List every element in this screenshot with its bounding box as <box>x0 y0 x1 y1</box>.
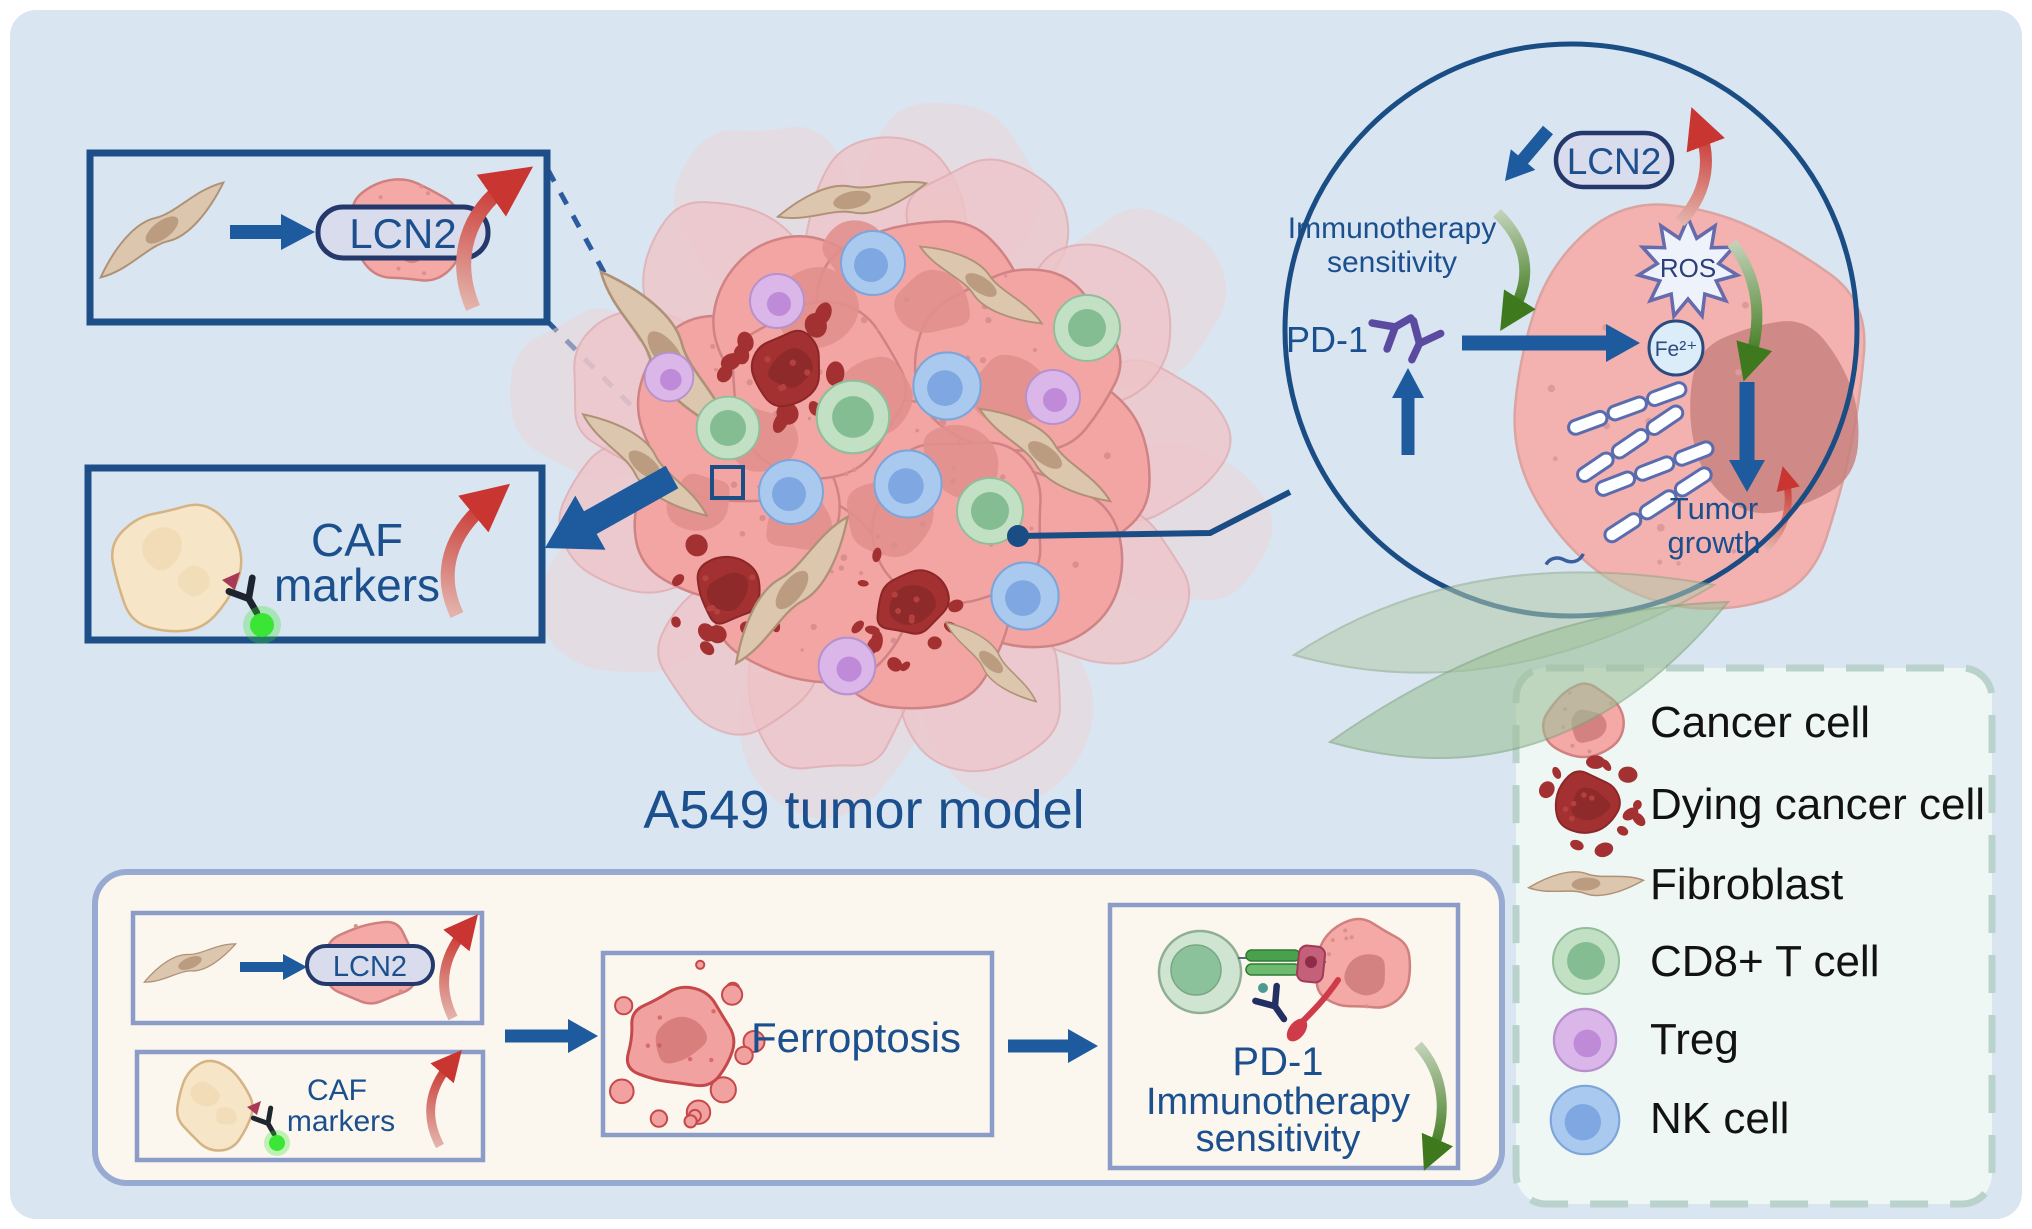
fluorescence-dot-icon <box>269 1135 285 1151</box>
decrease-arrow-icon <box>1414 1041 1453 1171</box>
legend-icon-treg <box>1552 1007 1618 1073</box>
legend-label: CD8+ T cell <box>1650 937 1879 986</box>
fe2-ion: Fe²⁺ <box>1647 319 1705 377</box>
increase-arrow-icon <box>440 483 511 618</box>
caf-label-line1: CAF <box>307 1074 367 1107</box>
right-arrow-icon <box>230 214 315 250</box>
caf-label-line2: markers <box>287 1105 395 1138</box>
legend-panel: Cancer cell Dying cancer cell Fibroblast… <box>1512 664 1996 1208</box>
caf-protein-icon <box>111 503 243 633</box>
flow-arrow-icon <box>1008 1029 1098 1063</box>
lcn2-pill <box>1553 130 1675 190</box>
dying-cancer-cell-cluster <box>671 534 797 656</box>
epitope-icon <box>222 572 240 590</box>
legend-icon-nk-cell <box>1549 1084 1621 1156</box>
immunotherapy-label: Immunotherapy <box>1288 212 1496 245</box>
ferroptosis-box: Ferroptosis <box>600 950 995 1138</box>
pd1-box-border <box>1107 902 1461 1171</box>
connector-dot <box>1007 525 1029 547</box>
lcn2-pill <box>315 204 491 261</box>
tumor-to-caf-arrow-icon <box>545 465 679 550</box>
immunotherapy-label: Immunotherapy <box>1146 1081 1410 1123</box>
epitope-icon <box>247 1101 261 1115</box>
tumor-growth-line1: Tumor <box>1670 491 1758 526</box>
caf-box-border <box>84 464 546 644</box>
lcn2-label: LCN2 <box>333 951 407 983</box>
sensitivity-label: sensitivity <box>1196 1118 1361 1160</box>
lcn2-down-arrow-icon <box>1505 125 1553 181</box>
lcn2-box-border <box>86 149 551 326</box>
up-arrow-icon <box>1392 368 1424 455</box>
caf-markers-box: CAF markers <box>84 464 679 644</box>
increase-arrow-icon <box>426 1049 462 1149</box>
increase-arrow-icon <box>1675 107 1725 227</box>
caf-label-line2: markers <box>274 559 440 611</box>
zoom-region-square <box>710 465 745 500</box>
ferroptosis-border <box>600 950 995 1138</box>
legend-label: Cancer cell <box>1650 698 1870 747</box>
legend-label: NK cell <box>1650 1094 1789 1143</box>
mini-caf-border <box>134 1049 486 1163</box>
magnifier-connector <box>1007 489 1292 547</box>
caf-label-line1: CAF <box>311 514 403 566</box>
magnified-t-cell-crescents <box>1291 571 1731 759</box>
lcn2-label: LCN2 <box>1567 141 1662 182</box>
legend-label: Dying cancer cell <box>1650 780 1985 829</box>
down-arrow-icon <box>1729 382 1765 492</box>
sensitivity-label: sensitivity <box>1327 246 1457 279</box>
increase-arrow-icon <box>439 914 478 1021</box>
summary-panel: LCN2 CAF markers Ferroptosis <box>92 869 1505 1186</box>
caf-protein-icon <box>175 1059 254 1152</box>
pd1-label: PD-1 <box>1286 319 1368 360</box>
legend-label: Fibroblast <box>1650 860 1843 909</box>
pd1-to-fe-arrow-icon <box>1462 324 1640 362</box>
increase-arrow-icon <box>456 166 534 311</box>
t-cell-icon <box>1157 929 1243 1015</box>
legend-label: Treg <box>1650 1015 1739 1064</box>
ferroptotic-cell-icon <box>609 959 766 1129</box>
ros-label: ROS <box>1660 253 1716 283</box>
decrease-arrow-icon <box>1727 239 1773 382</box>
pd1-label: PD-1 <box>1232 1040 1323 1084</box>
pd1-immunotherapy-box: PD-1 Immunotherapy sensitivity <box>1107 902 1461 1171</box>
fluorescence-dot-icon <box>250 613 274 637</box>
lcn2-label: LCN2 <box>349 210 456 257</box>
ros-burst: ROS <box>1634 213 1742 321</box>
perforin-icon <box>1286 977 1341 1042</box>
page-title: A549 tumor model <box>643 780 1084 840</box>
legend-icon-cd8-t-cell <box>1552 927 1620 995</box>
cytokine-dot-icon <box>1258 983 1268 993</box>
mini-lcn2-box: LCN2 <box>130 910 485 1026</box>
mini-caf-box: CAF markers <box>134 1049 486 1163</box>
fe2-label: Fe²⁺ <box>1655 338 1698 361</box>
mechanism-circle: ROS Fe²⁺ LCN2 Immunotherapy sensitivity … <box>1282 41 1866 619</box>
receptor-pair-icon <box>1238 944 1327 984</box>
dying-cancer-cell-cluster <box>716 302 845 433</box>
lcn2-pill <box>305 944 435 986</box>
mini-lcn2-border <box>130 910 485 1026</box>
flow-arrow-icon <box>505 1019 598 1053</box>
right-arrow-icon <box>240 954 307 980</box>
decrease-arrow-icon <box>1493 209 1536 332</box>
tumor-model <box>510 103 1273 819</box>
ferroptosis-label: Ferroptosis <box>751 1014 961 1061</box>
legend-icon-dying-cancer-cell <box>1538 755 1646 858</box>
lcn2-upregulation-box: LCN2 <box>86 149 551 326</box>
